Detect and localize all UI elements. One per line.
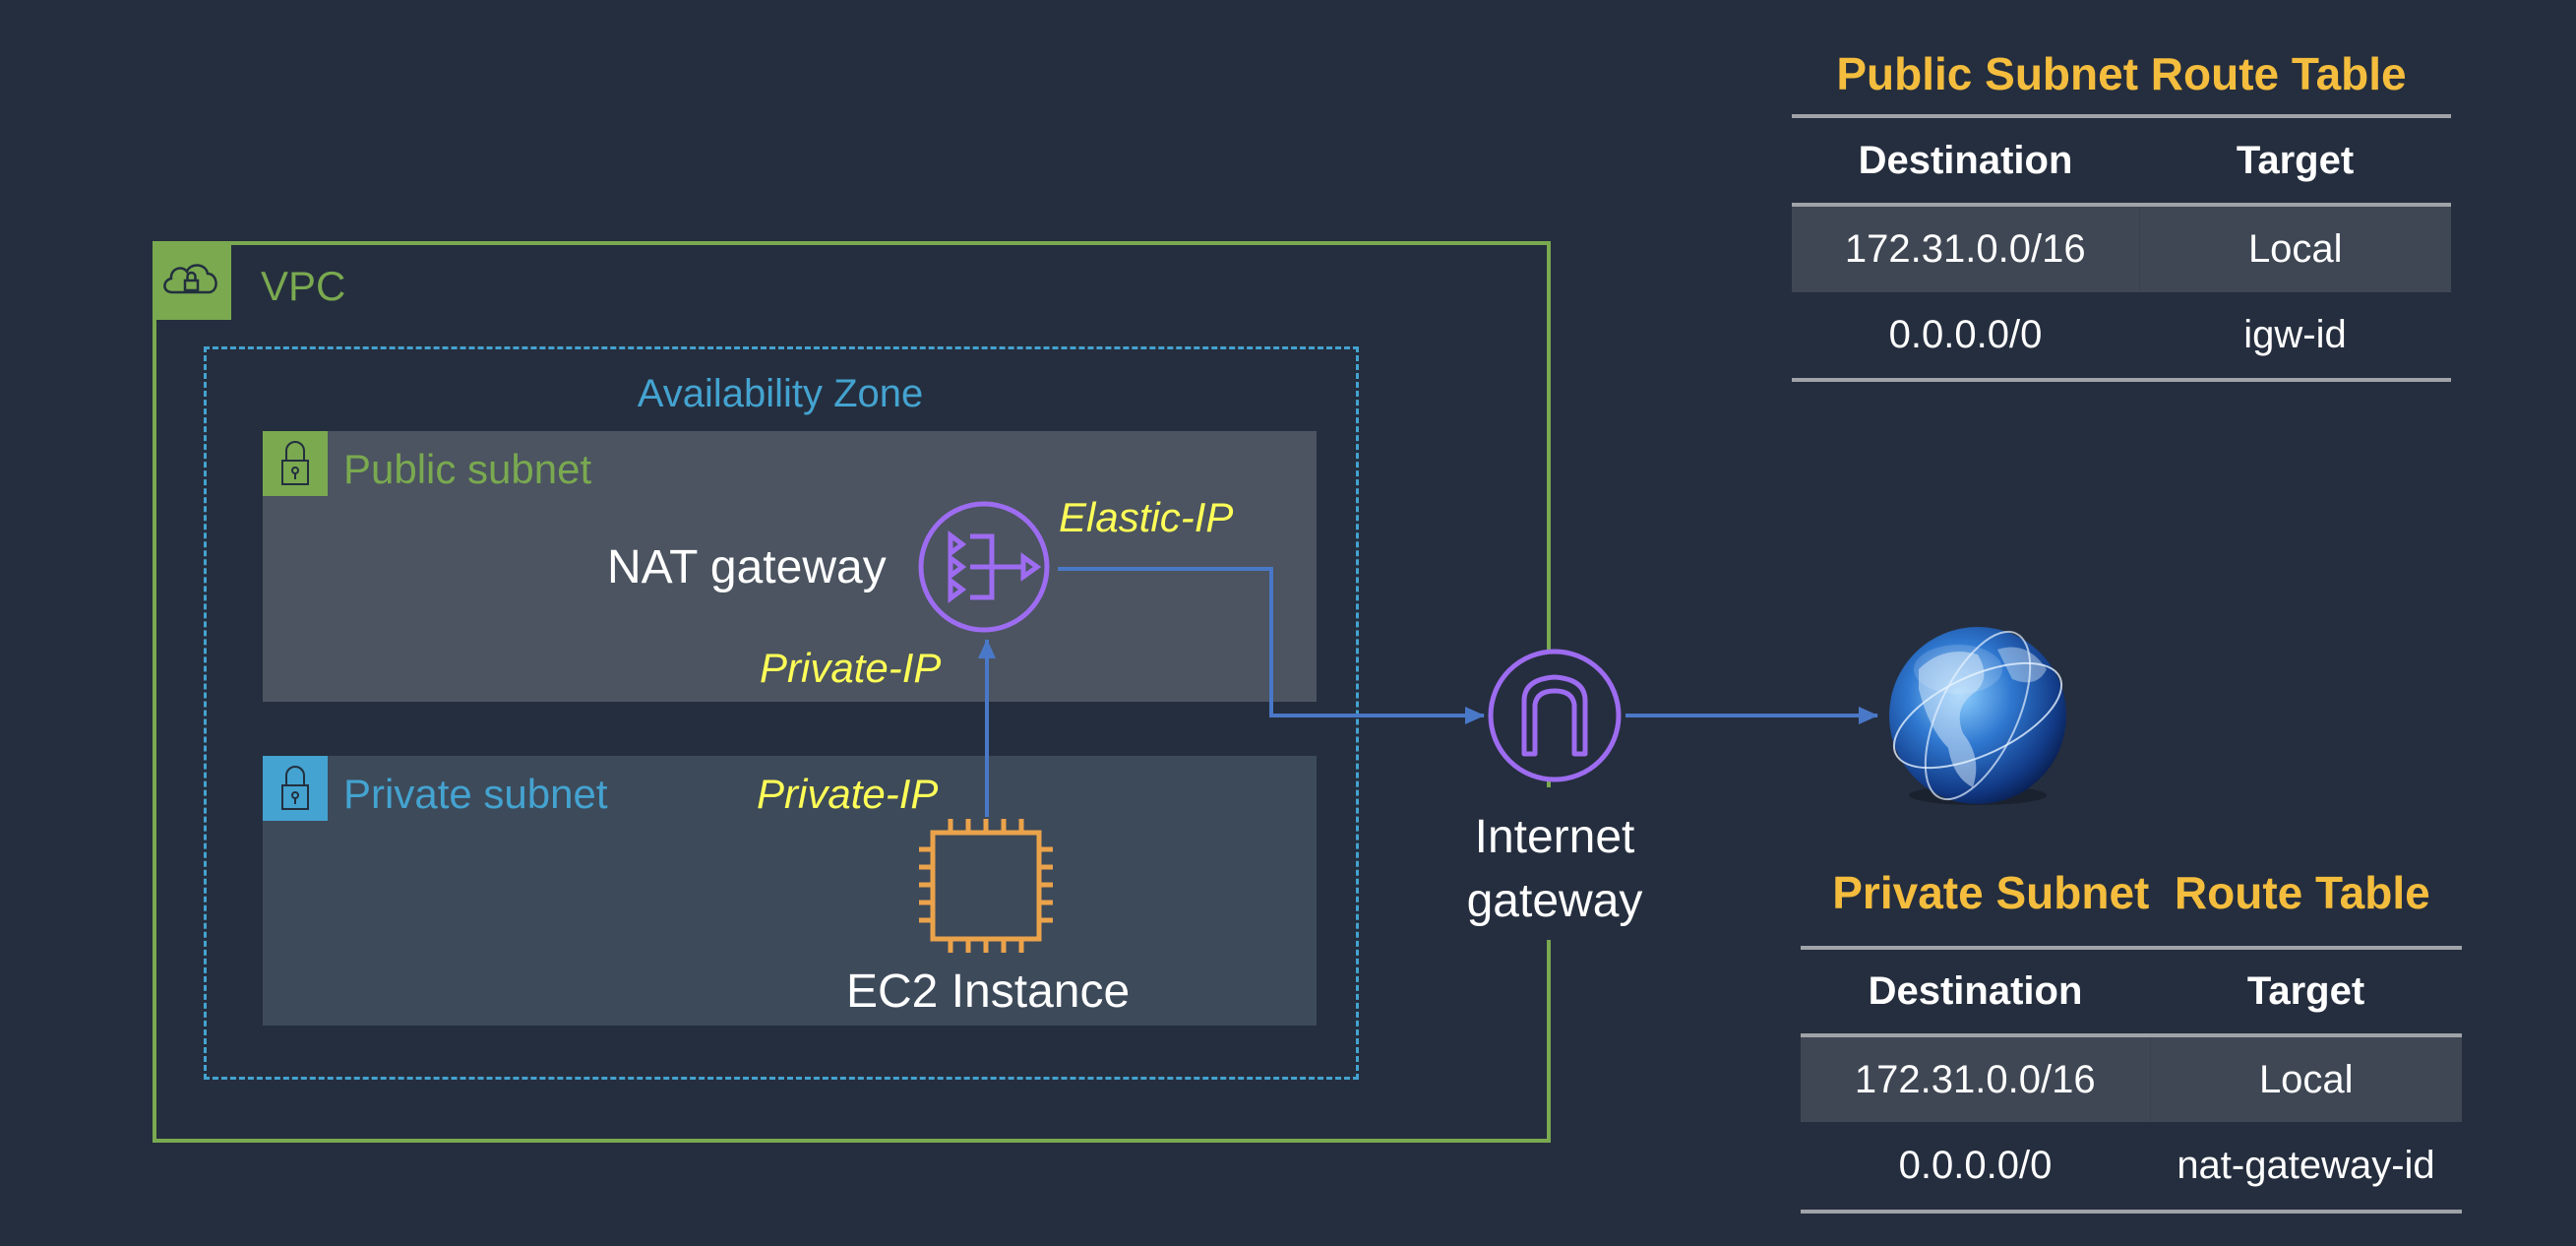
cell-target: nat-gateway-id	[2177, 1144, 2435, 1187]
internet-gateway-icon[interactable]	[1488, 649, 1622, 782]
table-row: 172.31.0.0/16 Local	[1792, 205, 2451, 292]
availability-zone-label: Availability Zone	[637, 372, 924, 415]
nat-gateway-label: NAT gateway	[607, 541, 887, 593]
private-route-table: Destination Target 172.31.0.0/16 Local 0…	[1801, 946, 2462, 1214]
column-header-target: Target	[2236, 138, 2355, 182]
connector-nat-to-igw	[1058, 567, 1485, 724]
igw-label-backdrop	[1456, 787, 1653, 940]
private-subnet	[263, 756, 1317, 1026]
padlock-icon	[281, 441, 309, 485]
nat-private-ip-label: Private-IP	[760, 645, 942, 691]
column-header-destination: Destination	[1858, 138, 2073, 182]
public-route-table-title: Public Subnet Route Table	[1836, 48, 2407, 99]
ec2-private-ip-label: Private-IP	[757, 771, 939, 817]
table-row: 0.0.0.0/0 nat-gateway-id	[1801, 1122, 2462, 1212]
cell-destination: 0.0.0.0/0	[1888, 313, 2043, 356]
public-subnet	[263, 431, 1317, 702]
cell-destination: 0.0.0.0/0	[1898, 1144, 2053, 1187]
column-header-destination: Destination	[1868, 969, 2083, 1013]
cell-destination: 172.31.0.0/16	[1801, 1035, 2151, 1122]
cloud-lock-icon	[163, 264, 217, 294]
table-row: 172.31.0.0/16 Local	[1801, 1035, 2462, 1122]
internet-gateway-label-line2: gateway	[1466, 875, 1643, 927]
public-subnet-label: Public subnet	[343, 446, 592, 492]
cell-target: Local	[2150, 1035, 2462, 1122]
private-subnet-label: Private subnet	[343, 771, 608, 817]
ec2-chip-icon[interactable]	[919, 819, 1053, 953]
cell-target: igw-id	[2243, 313, 2347, 356]
private-subnet-badge	[263, 756, 328, 821]
private-route-table-title: Private Subnet Route Table	[1832, 867, 2430, 918]
availability-zone-boundary	[204, 346, 1359, 1080]
vpc-badge	[153, 241, 231, 320]
padlock-icon	[281, 766, 309, 810]
internet-gateway-label-line1: Internet	[1474, 811, 1635, 863]
public-subnet-badge	[263, 431, 328, 496]
elastic-ip-label: Elastic-IP	[1059, 494, 1234, 540]
globe-icon	[1889, 627, 2066, 805]
public-route-table: Destination Target 172.31.0.0/16 Local 0…	[1792, 114, 2451, 382]
column-header-target: Target	[2246, 969, 2365, 1013]
ec2-instance-label: EC2 Instance	[846, 966, 1131, 1018]
vpc-label: VPC	[261, 263, 346, 309]
internet-gateway-label: Internet gateway	[1456, 805, 1653, 933]
cell-destination: 172.31.0.0/16	[1792, 205, 2140, 292]
cell-target: Local	[2139, 205, 2451, 292]
table-row: 0.0.0.0/0 igw-id	[1792, 292, 2451, 380]
nat-gateway-icon[interactable]	[918, 501, 1050, 633]
